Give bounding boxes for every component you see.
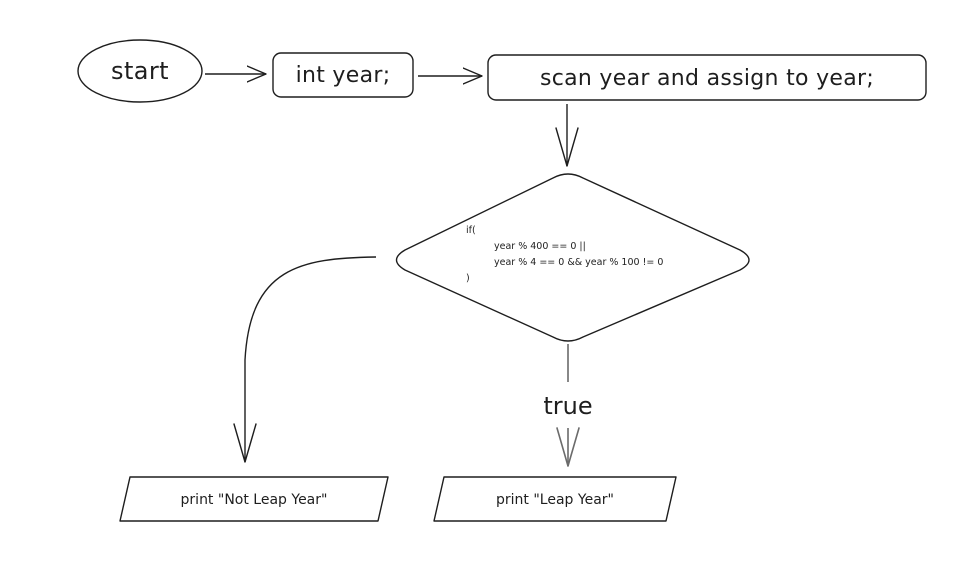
scan-label: scan year and assign to year;	[540, 66, 874, 91]
condition-line-1: if(	[466, 225, 476, 236]
start-ellipse	[77, 39, 203, 103]
condition-line-3: year % 4 == 0 && year % 100 != 0	[494, 257, 663, 268]
not-leap-box	[119, 476, 389, 522]
not-leap-node: print "Not Leap Year"	[119, 476, 389, 522]
scan-node: scan year and assign to year;	[487, 54, 927, 101]
leap-label: print "Leap Year"	[496, 492, 614, 508]
declare-box	[272, 52, 414, 98]
declare-node: int year;	[272, 52, 414, 98]
start-node: start	[77, 39, 203, 103]
leap-node: print "Leap Year"	[433, 476, 677, 522]
condition-diamond	[395, 173, 750, 342]
declare-label: int year;	[296, 63, 391, 88]
edge-condition-to-not-leap	[233, 256, 377, 463]
condition-line-4: )	[466, 273, 470, 284]
leap-box	[433, 476, 677, 522]
start-label: start	[111, 57, 169, 85]
condition-node: if( year % 400 == 0 || year % 4 == 0 && …	[395, 173, 750, 342]
not-leap-label: print "Not Leap Year"	[181, 492, 328, 508]
scan-box	[487, 54, 927, 101]
condition-line-2: year % 400 == 0 ||	[494, 241, 586, 252]
edge-true-label: true	[543, 392, 592, 420]
